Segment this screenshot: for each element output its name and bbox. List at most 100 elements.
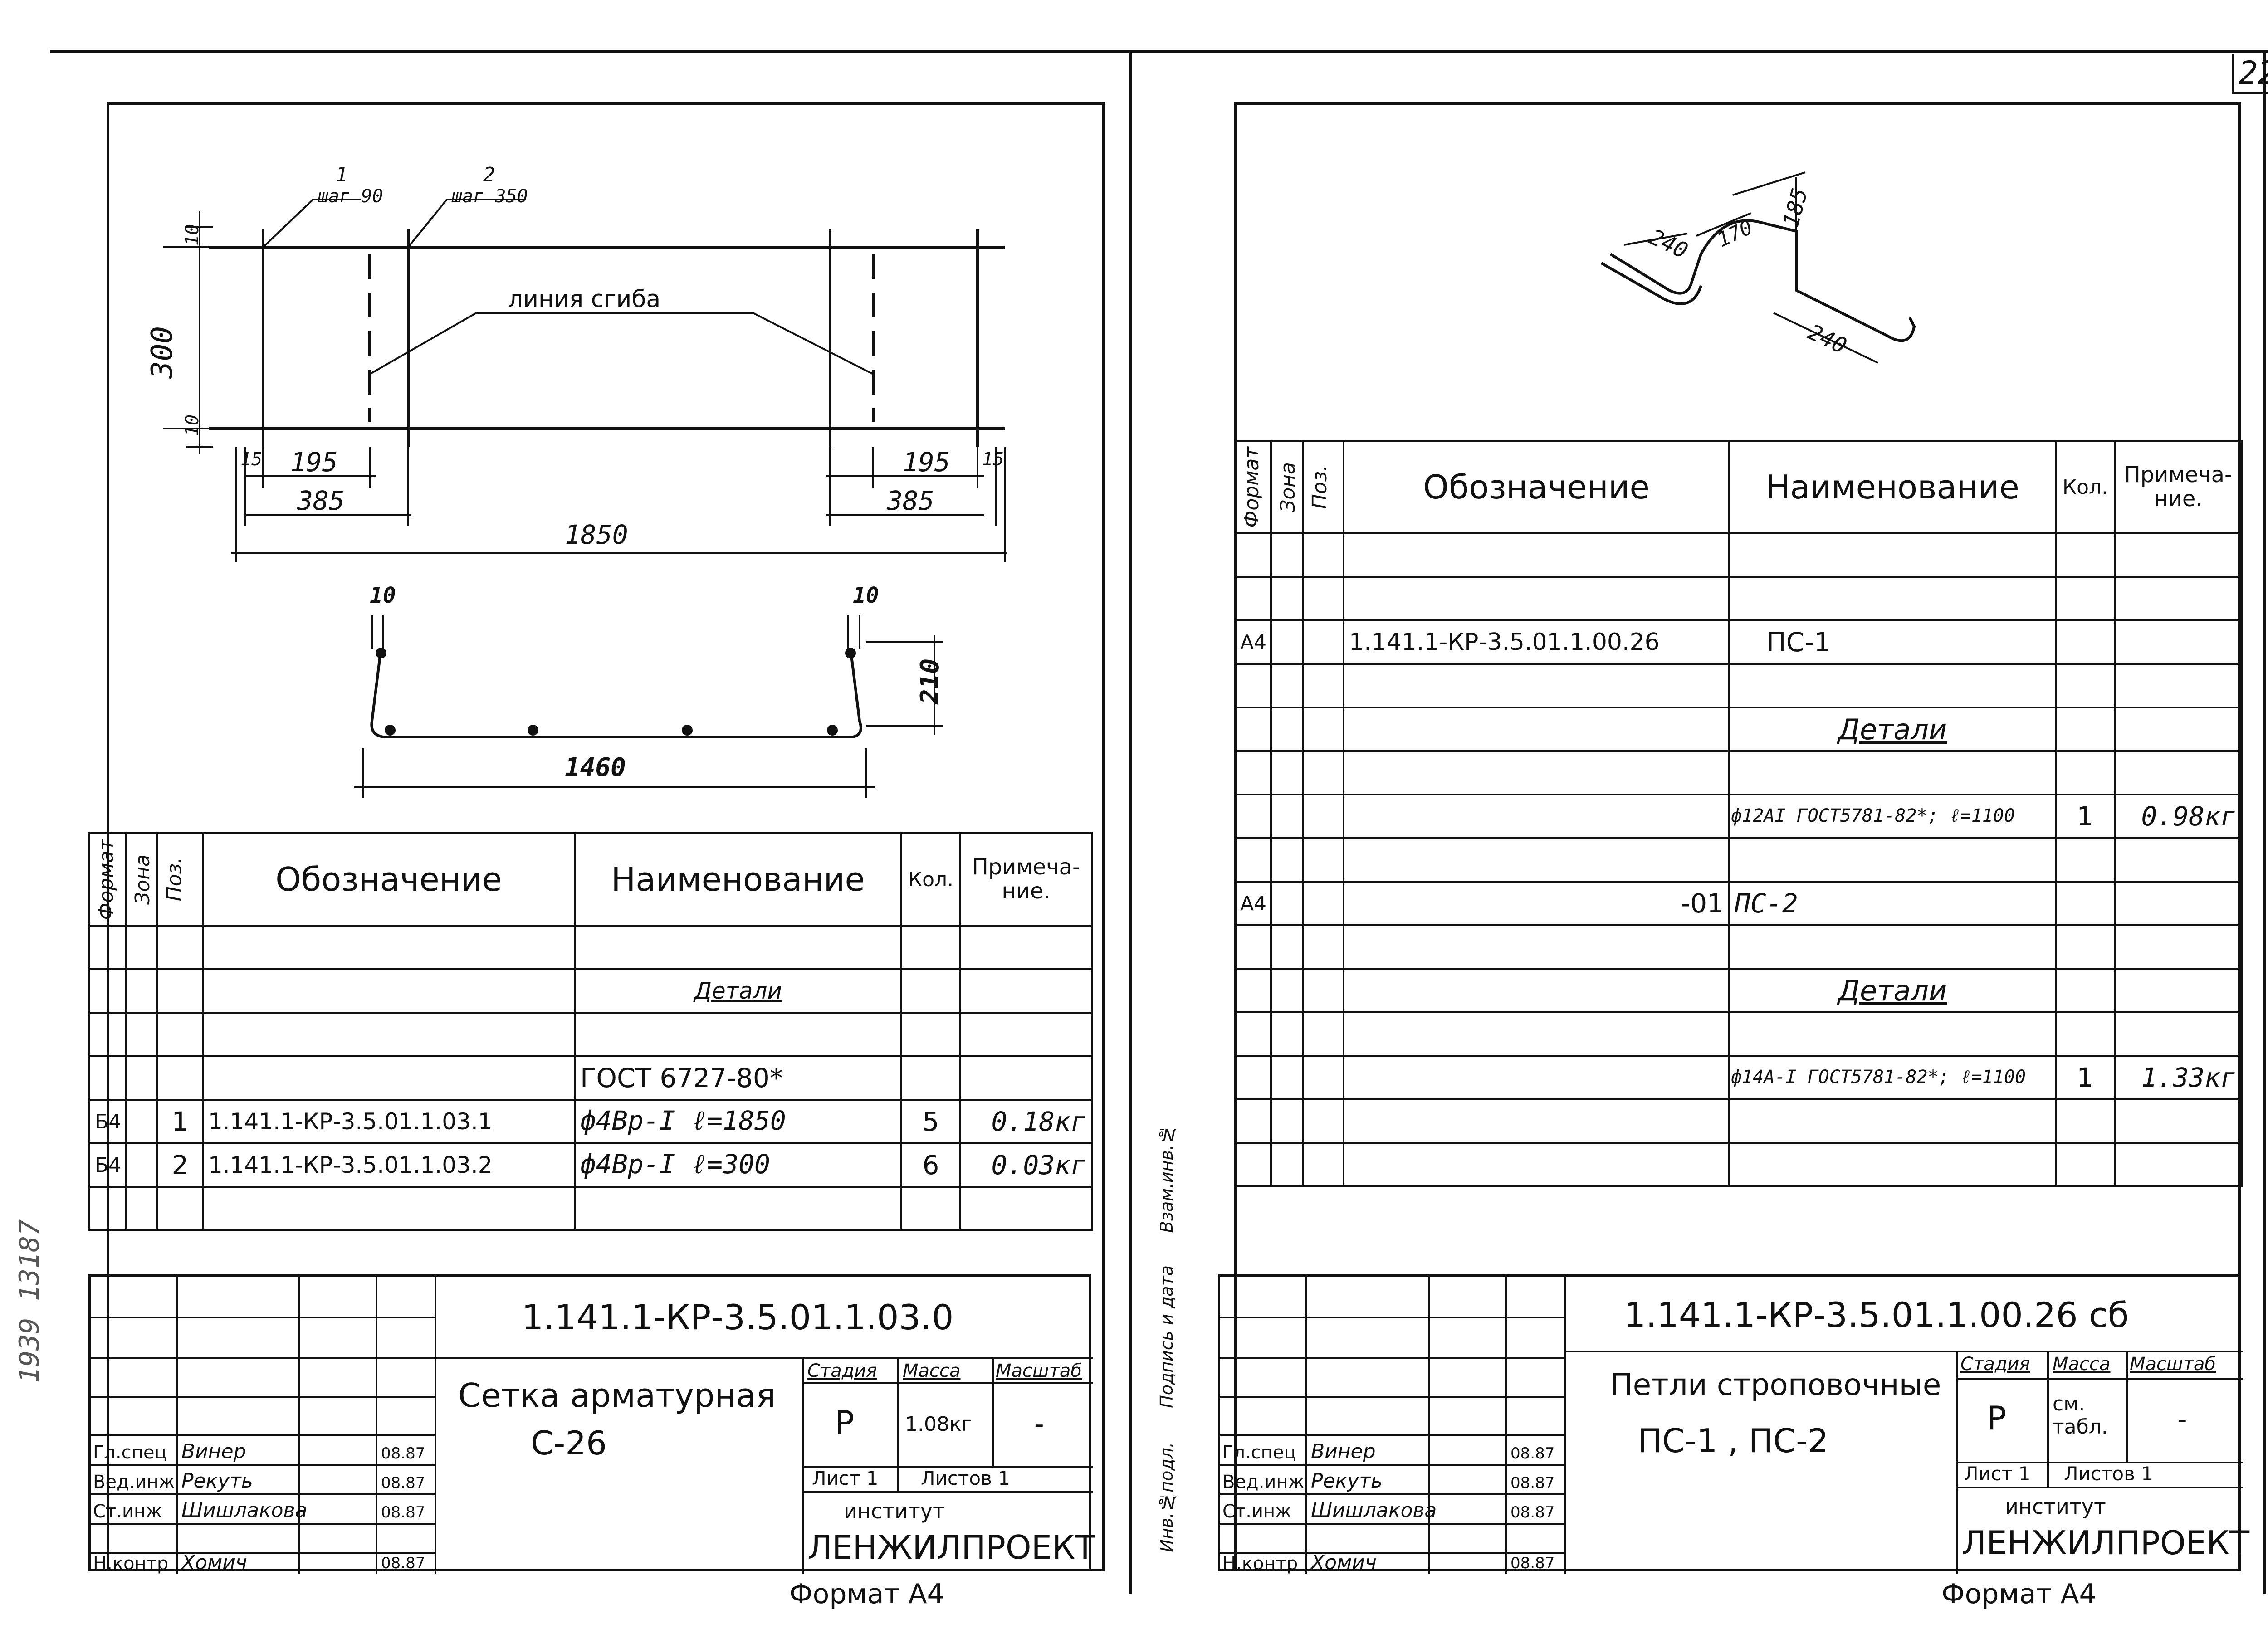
role-1: Гл.спец — [93, 1442, 167, 1463]
stage-label: Стадия — [1960, 1354, 2030, 1375]
table-row — [1234, 1098, 2243, 1144]
col-note: Примеча-ние. — [959, 832, 1093, 927]
date-4: 08.87 — [1510, 1554, 1555, 1572]
col-zone: Зона — [1276, 462, 1300, 512]
sheet-number: Лист 1 — [812, 1467, 879, 1489]
role-4: Н.контр — [93, 1553, 169, 1574]
col-zone: Зона — [131, 854, 154, 905]
dim-height: 300 — [145, 326, 179, 379]
col-designation: Обозначение — [1343, 440, 1730, 534]
scale-value: - — [2177, 1404, 2187, 1435]
date-2: 08.87 — [381, 1474, 425, 1492]
drawing-code: 1.141.1-КР-3.5.01.1.00.26 сб — [1624, 1295, 2129, 1335]
name-3: Шишлакова — [181, 1499, 308, 1522]
dim-195-left: 195 — [290, 447, 338, 478]
org-line2: ЛЕНЖИЛПРОЕКТ — [807, 1528, 1095, 1566]
format-label: Формат А4 — [1941, 1578, 2097, 1610]
role-4: Н.контр — [1222, 1553, 1298, 1574]
org-line2: ЛЕНЖИЛПРОЕКТ — [1962, 1524, 2250, 1562]
role-1: Гл.спец — [1222, 1442, 1296, 1463]
dim-385-left: 385 — [297, 485, 345, 516]
dim-15-right: 15 — [982, 449, 1004, 470]
dim-10-right: 10 — [853, 583, 879, 608]
name-1: Винер — [181, 1440, 246, 1463]
col-pos: Поз. — [163, 857, 186, 902]
name-2: Рекуть — [1311, 1469, 1383, 1493]
left-spec-table: Формат Зона Поз. Обозначение Наименовани… — [88, 832, 1093, 1231]
section-details: Детали — [1728, 707, 2057, 752]
dim-385-right: 385 — [887, 485, 934, 516]
sheets-count: Листов 1 — [2064, 1463, 2153, 1485]
mass-value: см. табл. — [2053, 1392, 2108, 1439]
dim-bottom: 10 — [182, 414, 203, 437]
right-title-block: 1.141.1-КР-3.5.01.1.00.26 сб Петли строп… — [1218, 1274, 2249, 1574]
vzam-label: Взам.инв.№ — [1157, 1125, 1177, 1233]
dim-210: 210 — [915, 658, 945, 705]
name-2: Рекуть — [181, 1469, 253, 1493]
col-pos: Поз. — [1308, 465, 1331, 509]
bend-line-label: линия сгиба — [508, 286, 661, 313]
mass-label: Масса — [2053, 1354, 2111, 1375]
dim-195-right: 195 — [903, 447, 950, 478]
sheet-number: Лист 1 — [1964, 1463, 2031, 1485]
table-row — [88, 925, 1093, 970]
table-row — [1234, 1142, 2243, 1187]
stage-label: Стадия — [807, 1361, 877, 1381]
col-format: Формат — [95, 839, 118, 920]
col-format: Формат — [1240, 446, 1263, 528]
name-1: Винер — [1311, 1440, 1376, 1463]
date-2: 08.87 — [1510, 1474, 1555, 1492]
table-header-row: Формат Зона Поз. Обозначение Наименовани… — [1234, 440, 2243, 534]
dim-15-left: 15 — [240, 449, 263, 470]
table-row — [1234, 924, 2243, 970]
mass-label: Масса — [903, 1361, 961, 1381]
table-row — [88, 1186, 1093, 1231]
date-1: 08.87 — [381, 1444, 425, 1463]
sheets-count: Листов 1 — [921, 1467, 1010, 1489]
table-row — [1234, 663, 2243, 708]
leader-2-step: шаг 350 — [451, 186, 528, 207]
name-4: Хомич — [1311, 1551, 1377, 1574]
role-3: Ст.инж — [1222, 1501, 1292, 1522]
dim-1460: 1460 — [565, 753, 626, 782]
title-line1: Сетка арматурная — [458, 1376, 776, 1415]
scale-label: Масштаб — [996, 1361, 1082, 1381]
table-row — [88, 1012, 1093, 1057]
leader-1-label: 1 — [336, 163, 348, 186]
role-3: Ст.инж — [93, 1501, 162, 1522]
name-4: Хомич — [181, 1551, 247, 1574]
inv-label: Инв.№подл. — [1157, 1442, 1177, 1552]
scale-value: - — [1034, 1408, 1044, 1440]
table-row: Детали — [1234, 707, 2243, 752]
right-edge-line — [2263, 52, 2266, 1594]
role-2: Вед.инж — [1222, 1472, 1305, 1493]
dim-total: 1850 — [565, 519, 628, 550]
right-spec-table: Формат Зона Поз. Обозначение Наименовани… — [1234, 440, 2243, 1187]
table-header-row: Формат Зона Поз. Обозначение Наименовани… — [88, 832, 1093, 927]
table-row: Детали — [88, 968, 1093, 1014]
title-line1: Петли строповочные — [1610, 1367, 1941, 1402]
page-number: 22 — [2232, 54, 2268, 94]
col-qty: Кол. — [900, 832, 961, 927]
section-details: Детали — [1728, 968, 2057, 1013]
table-row — [1234, 1011, 2243, 1057]
table-row: ГОСТ 6727-80* — [88, 1055, 1093, 1101]
org-line1: институт — [844, 1499, 945, 1523]
top-trim-line — [50, 50, 2268, 53]
scale-label: Масштаб — [2130, 1354, 2216, 1375]
format-label: Формат А4 — [789, 1578, 944, 1610]
dim-10-left: 10 — [370, 583, 396, 608]
right-sheet: 240 170 185 240 Формат Зона Поз. Обознач… — [1143, 0, 2268, 1634]
table-row — [1234, 837, 2243, 883]
margin-note: 1939 13187 — [14, 1219, 45, 1383]
col-note: Примеча-ние. — [2114, 440, 2243, 534]
title-line2: С-26 — [531, 1424, 607, 1462]
table-row — [1234, 532, 2243, 578]
role-2: Вед.инж — [93, 1472, 175, 1493]
date-3: 08.87 — [381, 1503, 425, 1522]
